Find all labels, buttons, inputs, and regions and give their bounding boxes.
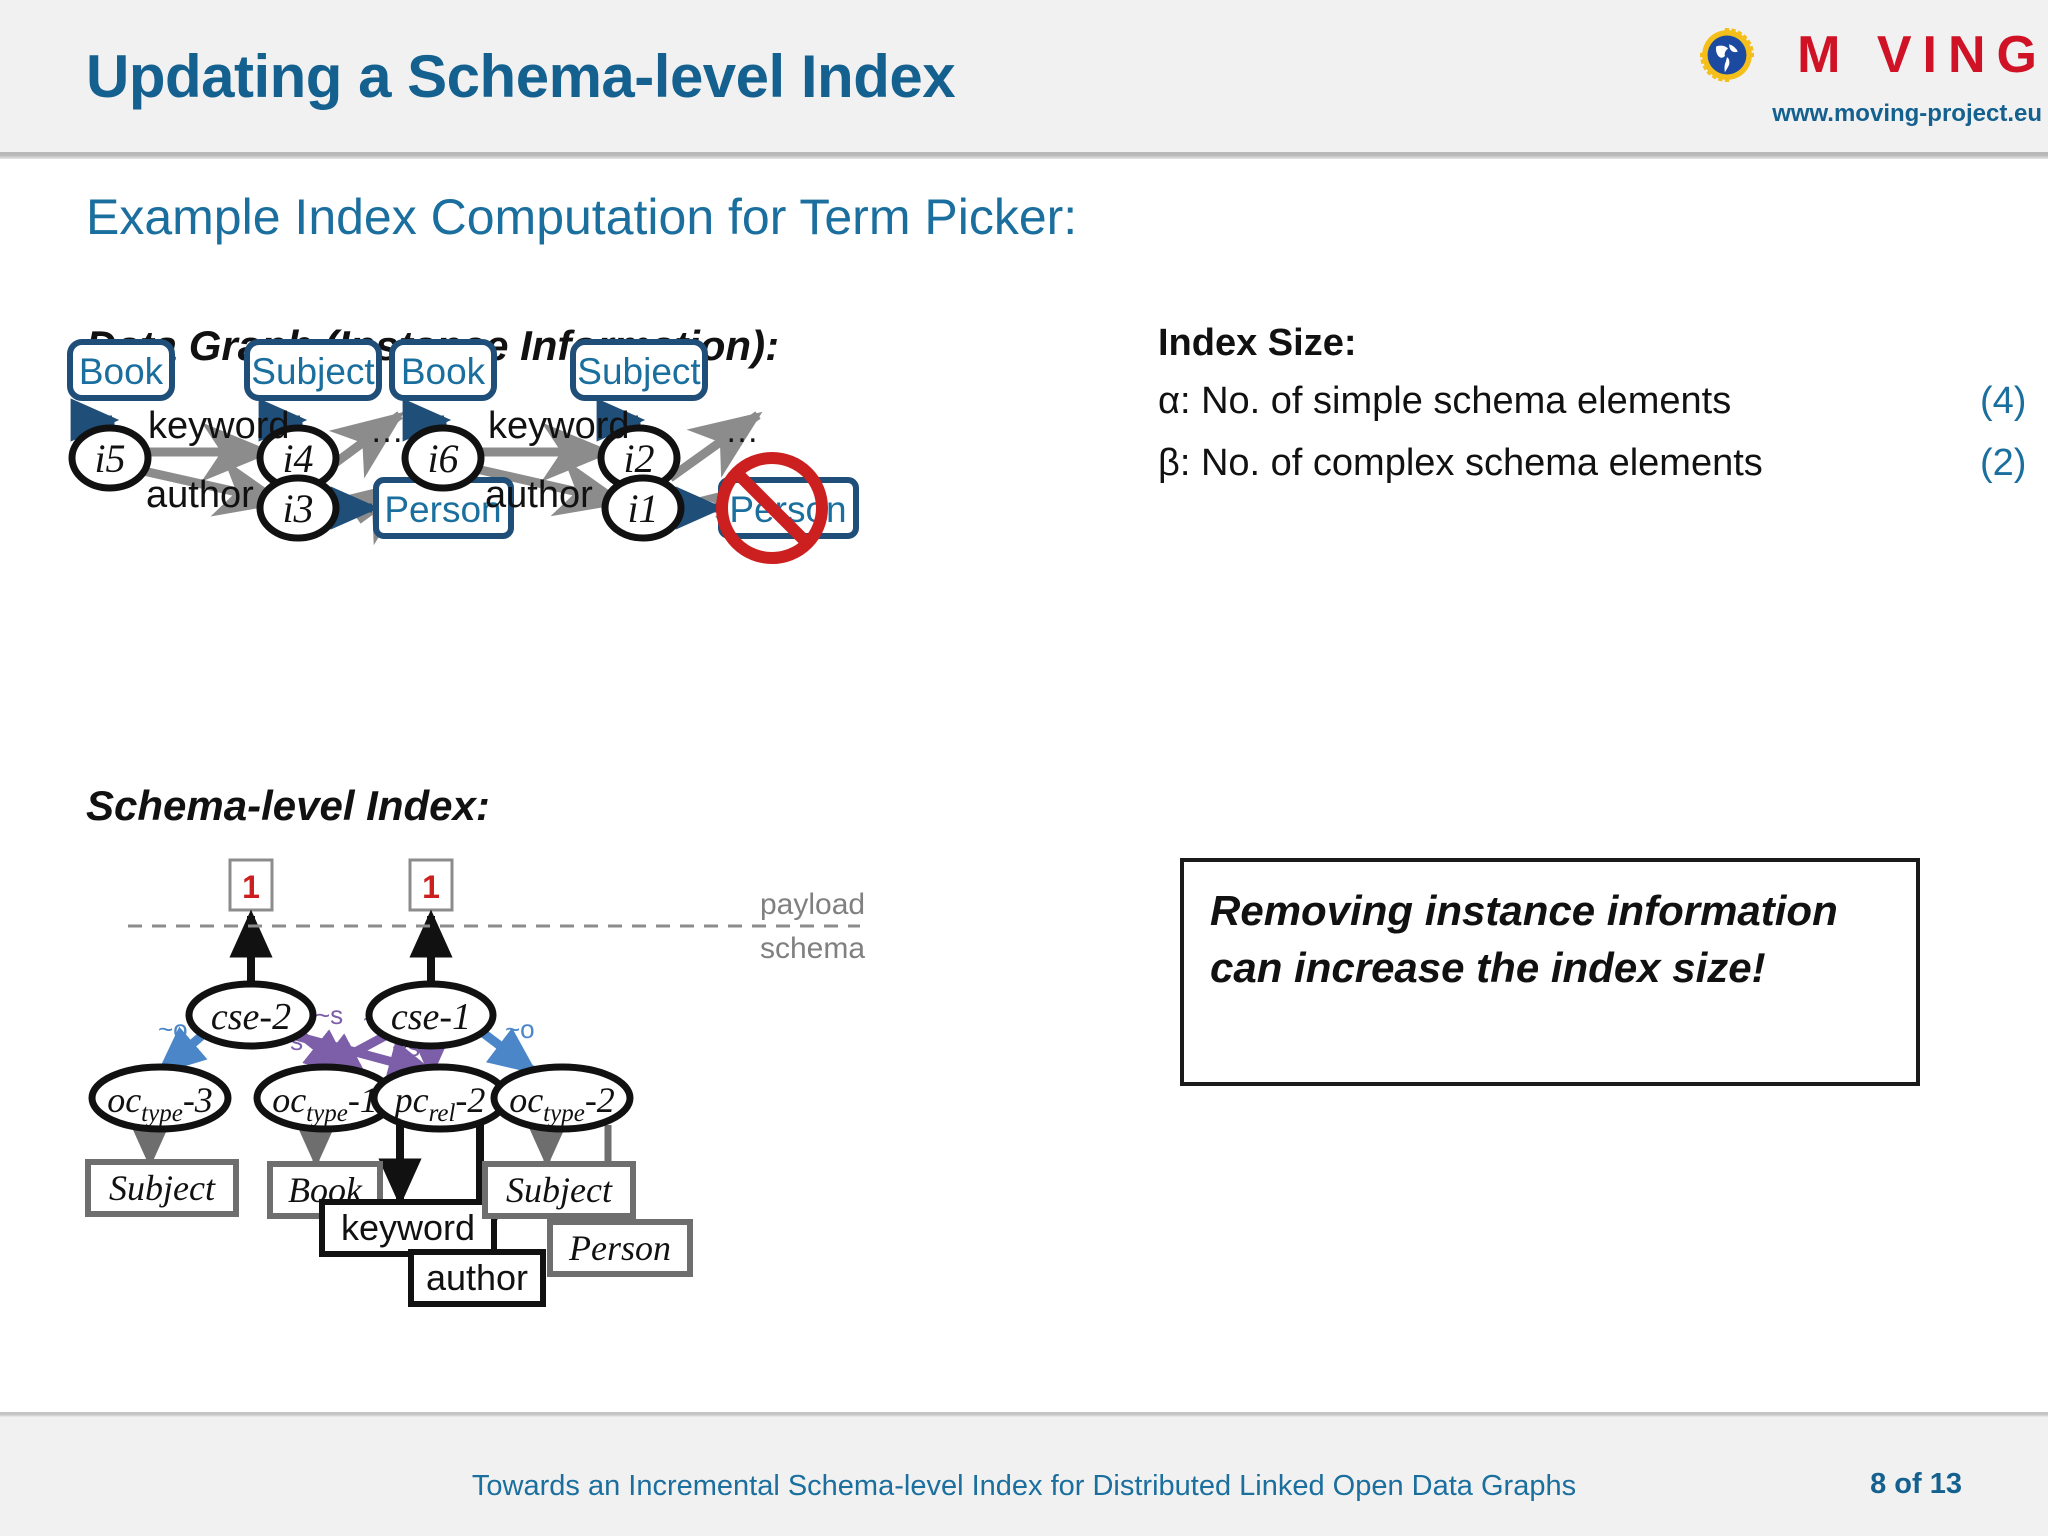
instance-node-i6: i6 [427, 436, 458, 481]
edge-label-author-2: author [485, 474, 593, 516]
leaf-box-subject-1: Subject [109, 1168, 216, 1208]
subtitle: Example Index Computation for Term Picke… [86, 189, 1078, 245]
footer-band [0, 1417, 2048, 1536]
schema-node-oc-type-3: octype-3 [107, 1080, 213, 1127]
type-box-group: Book Subject Book Subject Person Person [67, 339, 859, 539]
index-size-value-alpha: (4) [1980, 380, 2027, 422]
moving-logo: M VING www.moving-project.eu [1628, 24, 2048, 144]
footer-divider [0, 1412, 2048, 1417]
header-divider [0, 152, 2048, 159]
relation-label-s-1: ~s [315, 1000, 343, 1030]
schema-node-pc-rel-2: pcrel-2 [392, 1080, 486, 1127]
index-size-row-alpha: α: No. of simple schema elements [1158, 380, 1732, 422]
type-box-person-1: Person [384, 489, 501, 530]
leaf-box-person: Person [568, 1228, 671, 1268]
data-graph-property-edges [129, 422, 628, 517]
index-size-value-beta: (2) [1980, 442, 2027, 484]
edge-label-keyword-2: keyword [488, 405, 630, 447]
relation-label-o-right: ~o [505, 1014, 535, 1044]
payload-label: payload [760, 888, 865, 921]
schema-element-node-group: octype-3 octype-1 pcrel-2 octype-2 [88, 1063, 634, 1133]
forbidden-icon [716, 452, 828, 564]
page-title: Updating a Schema-level Index [86, 43, 956, 110]
instance-node-i2: i2 [623, 436, 654, 481]
page-number: 8 of 13 [1870, 1468, 1962, 1500]
schema-level-index-graph: 1 1 payload schema [85, 840, 1120, 1320]
leaf-box-group: Subject Book keyword author Subject Pers… [85, 1159, 693, 1307]
leaf-box-keyword: keyword [341, 1207, 475, 1248]
payload-box-group: 1 1 [228, 858, 454, 912]
schema-node-oc-type-1: octype-1 [272, 1080, 378, 1127]
instance-node-i3: i3 [282, 486, 313, 531]
cse-node-1: cse-1 [391, 996, 471, 1038]
payload-count-left: 1 [242, 869, 260, 905]
schema-node-oc-type-2: octype-2 [509, 1080, 615, 1127]
cse-node-2: cse-2 [211, 996, 291, 1038]
type-box-book-2: Book [401, 351, 486, 392]
ellipsis-2: … [725, 412, 759, 450]
data-graph: Book Subject Book Subject Person Person [67, 339, 1090, 690]
callout-box: Removing instance information can increa… [1180, 858, 1920, 1086]
type-box-subject-2: Subject [577, 351, 701, 392]
relation-label-o-left: ~o [158, 1014, 188, 1044]
edge-label-keyword-1: keyword [148, 405, 290, 447]
instance-node-i1: i1 [627, 486, 658, 531]
index-size-row-beta: β: No. of complex schema elements [1158, 442, 1763, 484]
edge-label-author-1: author [146, 474, 254, 516]
ellipsis-1: … [370, 412, 404, 450]
type-box-book-1: Book [79, 351, 164, 392]
schema-label: schema [760, 932, 865, 965]
instance-node-group: i5 i4 i3 i6 i2 i1 [68, 424, 685, 542]
logo-url[interactable]: www.moving-project.eu [1772, 100, 2042, 127]
instance-node-i5: i5 [94, 436, 125, 481]
cse-node-group: cse-2 cse-1 [185, 980, 497, 1050]
logo-wordmark: M VING [1797, 26, 2048, 84]
schema-index-heading: Schema-level Index: [86, 782, 490, 829]
instance-node-i4: i4 [282, 436, 313, 481]
payload-arrow-group [229, 909, 453, 988]
payload-count-right: 1 [422, 869, 440, 905]
edge-label-group: keyword author keyword author … … [146, 405, 759, 516]
leaf-box-author: author [426, 1257, 528, 1298]
globe-icon [1700, 28, 1754, 82]
leaf-box-subject-2: Subject [506, 1170, 613, 1210]
index-size-title: Index Size: [1158, 322, 1357, 364]
type-box-subject-1: Subject [251, 351, 375, 392]
footer-title: Towards an Incremental Schema-level Inde… [471, 1470, 1577, 1502]
header-band [0, 0, 2048, 152]
callout-text: Removing instance information can increa… [1210, 887, 1838, 992]
